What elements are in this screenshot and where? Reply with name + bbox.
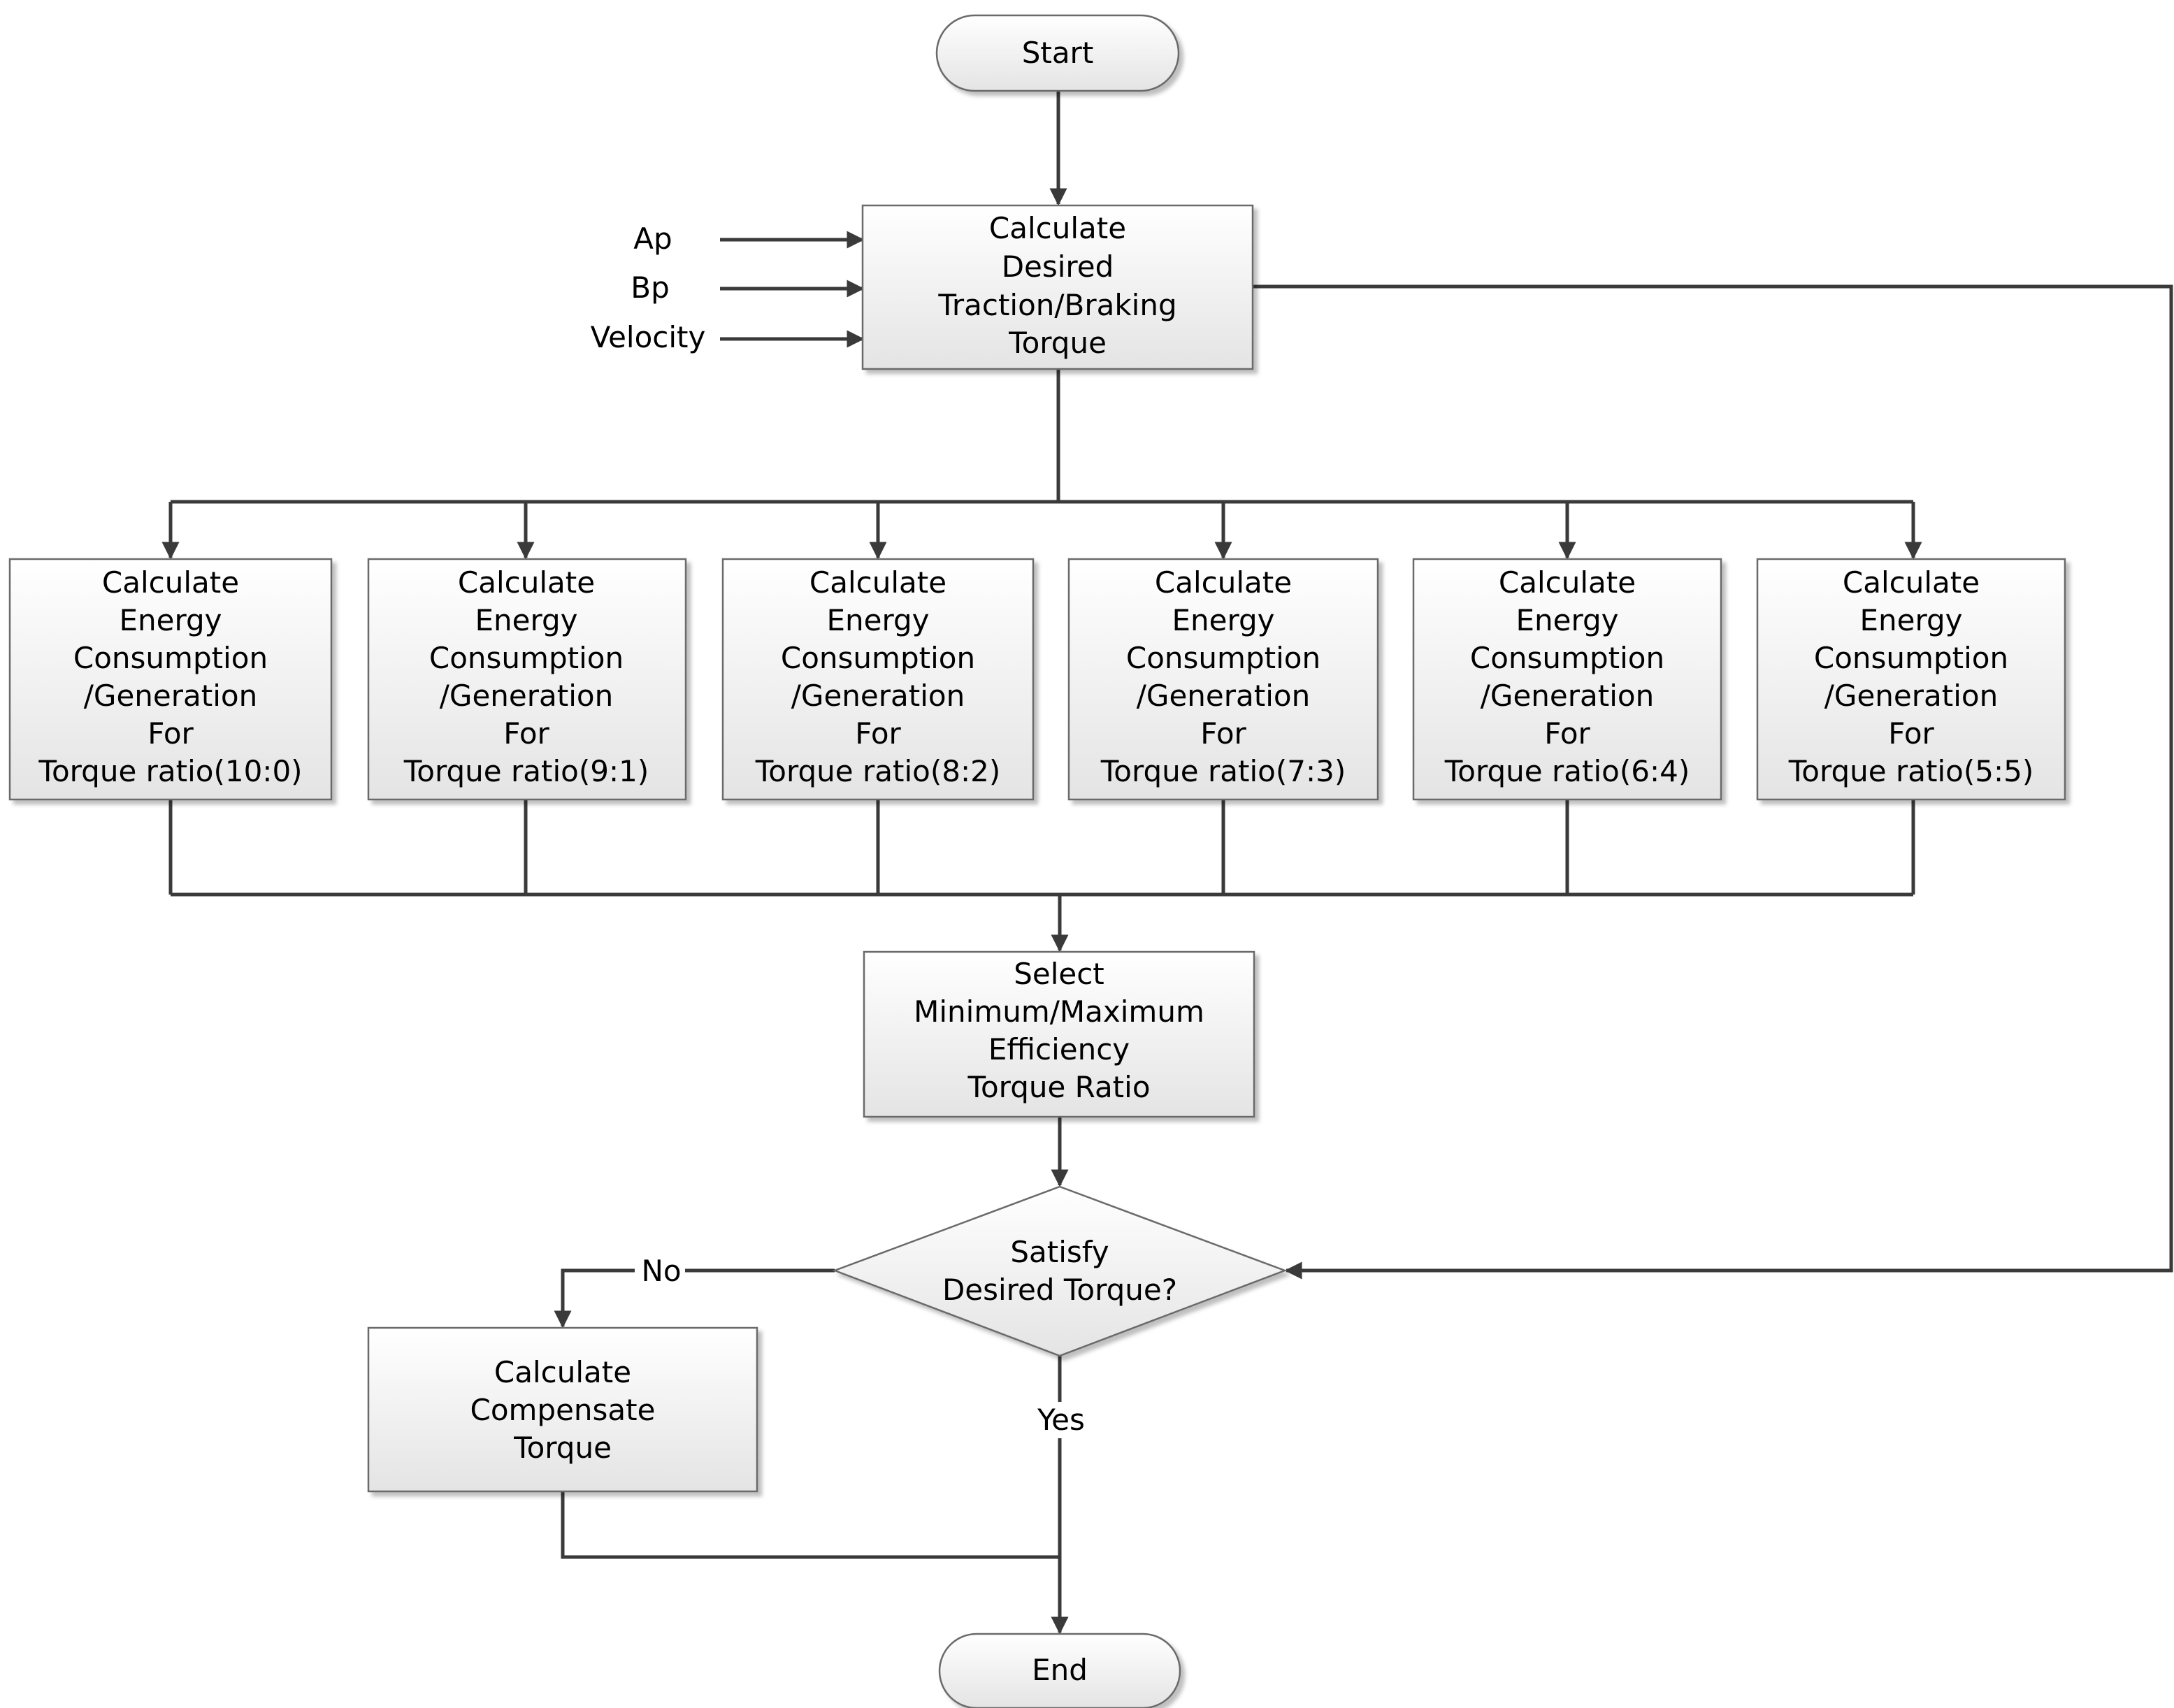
calc-desired-line: Traction/Braking: [937, 288, 1176, 322]
energy-line: Calculate: [458, 565, 595, 600]
energy-line: /Generation: [1137, 679, 1310, 713]
energy-box-1: Calculate Energy Consumption /Generation…: [8, 558, 333, 801]
energy-line: Energy: [1516, 603, 1618, 637]
energy-line: Torque ratio(9:1): [403, 754, 649, 788]
end-label: End: [1032, 1653, 1088, 1687]
calc-desired-torque-box: Calculate Desired Traction/Braking Torqu…: [861, 204, 1254, 370]
energy-line: For: [1544, 716, 1590, 751]
compensate-line: Compensate: [470, 1393, 656, 1427]
energy-line: Consumption: [1126, 641, 1320, 675]
energy-line: Torque ratio(7:3): [1100, 754, 1346, 788]
energy-line: For: [855, 716, 901, 751]
energy-line: Torque ratio(5:5): [1788, 754, 2033, 788]
energy-line: Calculate: [102, 565, 239, 600]
energy-line: Energy: [1172, 603, 1274, 637]
energy-box-6: Calculate Energy Consumption /Generation…: [1756, 558, 2066, 801]
no-label-bg: [635, 1252, 685, 1289]
energy-line: Torque ratio(8:2): [755, 754, 1000, 788]
decision-line: Desired Torque?: [942, 1273, 1177, 1307]
select-line: Select: [1014, 957, 1104, 991]
start-terminator: Start: [935, 14, 1180, 92]
energy-line: Energy: [119, 603, 222, 637]
energy-line: Consumption: [73, 641, 268, 675]
energy-line: /Generation: [1481, 679, 1654, 713]
select-ratio-box: Select Minimum/Maximum Efficiency Torque…: [863, 950, 1255, 1118]
energy-box-3: Calculate Energy Consumption /Generation…: [721, 558, 1035, 801]
decision-diamond: Satisfy Desired Torque?: [832, 1185, 1288, 1357]
energy-box-5: Calculate Energy Consumption /Generation…: [1412, 558, 1722, 801]
energy-line: /Generation: [84, 679, 257, 713]
energy-line: For: [147, 716, 194, 751]
energy-line: Energy: [826, 603, 929, 637]
yes-label-bg: [1032, 1402, 1092, 1438]
energy-line: Calculate: [1499, 565, 1636, 600]
energy-line: /Generation: [1824, 679, 1998, 713]
energy-line: Consumption: [1470, 641, 1664, 675]
energy-line: Torque ratio(10:0): [38, 754, 302, 788]
energy-line: Calculate: [809, 565, 946, 600]
input-velocity-label: Velocity: [591, 320, 706, 354]
edges: [161, 91, 2173, 1635]
energy-line: For: [1888, 716, 1934, 751]
edge-label-yes: Yes: [1037, 1403, 1085, 1437]
edge-calc-to-decision: [1253, 284, 2173, 1280]
energy-line: Calculate: [1155, 565, 1292, 600]
energy-line: Consumption: [781, 641, 975, 675]
energy-line: Energy: [475, 603, 577, 637]
energy-line: /Generation: [440, 679, 613, 713]
edge-compensate-to-end: [561, 1491, 1060, 1559]
compensate-line: Torque: [513, 1431, 612, 1465]
edge-decision-no: [554, 1268, 835, 1329]
start-label: Start: [1022, 36, 1094, 70]
energy-line: Consumption: [429, 641, 624, 675]
calc-desired-line: Desired: [1002, 249, 1114, 284]
energy-line: Consumption: [1814, 641, 2008, 675]
energy-box-2: Calculate Energy Consumption /Generation…: [367, 558, 687, 801]
calc-desired-line: Torque: [1008, 326, 1107, 360]
calc-desired-line: Calculate: [989, 211, 1126, 245]
energy-box-4: Calculate Energy Consumption /Generation…: [1067, 558, 1379, 801]
input-ap-label: Ap: [633, 222, 672, 256]
energy-line: Torque ratio(6:4): [1444, 754, 1690, 788]
energy-line: Calculate: [1843, 565, 1980, 600]
input-bp-label: Bp: [631, 270, 669, 305]
energy-line: /Generation: [791, 679, 965, 713]
energy-line: For: [503, 716, 549, 751]
select-line: Minimum/Maximum: [914, 994, 1204, 1029]
energy-line: For: [1200, 716, 1246, 751]
edge-label-no: No: [641, 1254, 681, 1288]
compensate-line: Calculate: [494, 1355, 631, 1389]
select-line: Efficiency: [988, 1032, 1130, 1066]
energy-line: Energy: [1859, 603, 1962, 637]
end-terminator: End: [938, 1633, 1181, 1708]
decision-line: Satisfy: [1010, 1235, 1109, 1269]
compensate-torque-box: Calculate Compensate Torque: [367, 1326, 758, 1493]
select-line: Torque Ratio: [967, 1070, 1150, 1104]
